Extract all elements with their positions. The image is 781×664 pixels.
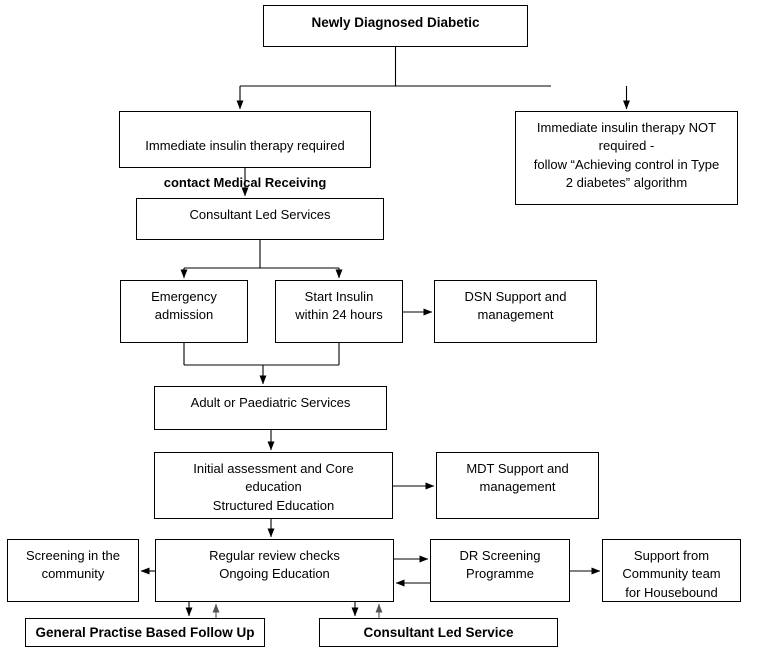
node-screening-in-the-community[interactable]: Screening in the community — [7, 539, 139, 602]
node-label-group: Immediate insulin therapy required conta… — [145, 119, 344, 211]
node-label: DR Screening Programme — [459, 548, 541, 582]
node-dr-screening-programme[interactable]: DR Screening Programme — [430, 539, 570, 602]
node-label: Regular review checks Ongoing Education — [209, 548, 340, 582]
node-label: DSN Support and management — [464, 289, 567, 323]
node-label: Adult or Paediatric Services — [190, 395, 351, 410]
node-support-from-community-team[interactable]: Support from Community team for Housebou… — [602, 539, 741, 602]
node-regular-review-checks[interactable]: Regular review checks Ongoing Education — [155, 539, 394, 602]
node-label: Emergency admission — [151, 289, 217, 323]
node-immediate-insulin-required[interactable]: Immediate insulin therapy required conta… — [119, 111, 371, 190]
node-label: Immediate insulin therapy NOT required -… — [533, 120, 720, 191]
node-consultant-led-services[interactable]: Consultant Led Services — [136, 198, 384, 240]
node-label-line1: Immediate insulin therapy required — [145, 138, 345, 154]
node-adult-or-paediatric-services[interactable]: Adult or Paediatric Services — [154, 386, 387, 430]
node-label: Start Insulin within 24 hours — [295, 289, 383, 323]
node-general-practise-based-follow-up[interactable]: General Practise Based Follow Up — [25, 618, 265, 647]
node-label: Consultant Led Service — [363, 624, 514, 640]
node-mdt-support-management[interactable]: MDT Support and management — [436, 452, 599, 519]
node-label: Newly Diagnosed Diabetic — [311, 15, 480, 30]
node-label: MDT Support and management — [466, 461, 569, 495]
node-emergency-admission[interactable]: Emergency admission — [120, 280, 248, 343]
node-label: Support from Community team for Housebou… — [622, 548, 721, 600]
node-start-insulin-24-hours[interactable]: Start Insulin within 24 hours — [275, 280, 403, 343]
node-initial-assessment-core-education[interactable]: Initial assessment and Core education St… — [154, 452, 393, 519]
node-label: General Practise Based Follow Up — [35, 624, 255, 640]
node-label: Initial assessment and Core education St… — [193, 461, 354, 513]
node-immediate-insulin-not-required[interactable]: Immediate insulin therapy NOT required -… — [515, 111, 738, 205]
node-label: Screening in the community — [26, 548, 120, 582]
node-label-line2: contact Medical Receiving — [163, 175, 327, 191]
node-newly-diagnosed-diabetic[interactable]: Newly Diagnosed Diabetic — [263, 5, 528, 47]
node-dsn-support-management[interactable]: DSN Support and management — [434, 280, 597, 343]
node-label: Consultant Led Services — [189, 207, 331, 222]
node-consultant-led-service[interactable]: Consultant Led Service — [319, 618, 558, 647]
